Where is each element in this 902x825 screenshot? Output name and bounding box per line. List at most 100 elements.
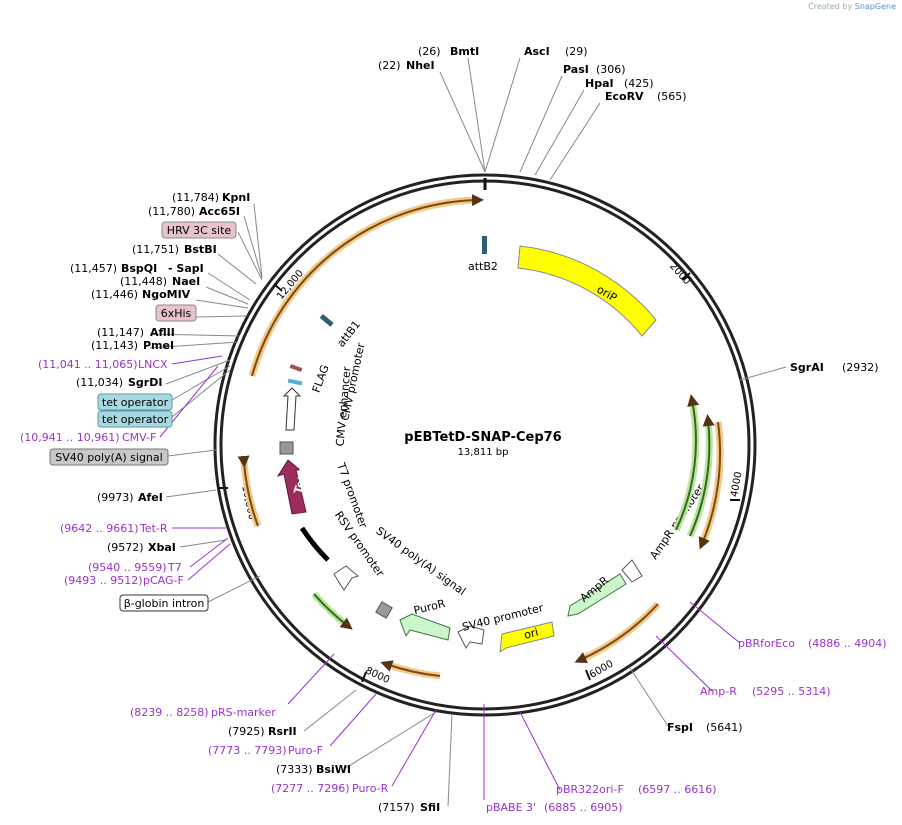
svg-text:(11,457): (11,457) (70, 262, 117, 275)
svg-text:(7157): (7157) (378, 801, 415, 814)
primer-puro-f: (7773 .. 7793) Puro-F (208, 744, 323, 757)
svg-text:pRS-marker: pRS-marker (211, 706, 276, 719)
svg-text:NheI: NheI (406, 59, 435, 72)
tet-operator-1-label: tet operator (102, 396, 169, 409)
puror-label: PuroR (412, 597, 447, 617)
svg-text:(6885 .. 6905): (6885 .. 6905) (544, 801, 623, 814)
svg-text:- SapI: - SapI (168, 262, 204, 275)
rsv-promoter-feature (333, 565, 360, 591)
svg-text:(7925): (7925) (228, 725, 265, 738)
svg-text:FspI: FspI (667, 721, 693, 734)
svg-text:(11,041 .. 11,065): (11,041 .. 11,065) (38, 358, 138, 371)
site-sfii: (7157) SfiI (378, 801, 440, 814)
tet-operator-mark (287, 378, 303, 386)
svg-text:NgoMIV: NgoMIV (142, 288, 191, 301)
orip-feature (517, 245, 657, 337)
svg-text:AscI: AscI (524, 45, 550, 58)
primer-pcag-f: (9493 .. 9512) pCAG-F (64, 574, 184, 587)
primer-pbr322ori-f: pBR322ori-F (6597 .. 6616) (556, 783, 717, 796)
site-nhei: (22) NheI (378, 59, 435, 72)
sv40-polya-feature (375, 601, 393, 619)
svg-text:CMV-F: CMV-F (122, 431, 156, 444)
site-asci: AscI (29) (524, 45, 588, 58)
beta-globin-label: β-globin intron (124, 597, 205, 610)
tick-8000: 8000 (361, 665, 391, 686)
svg-text:(7333): (7333) (276, 763, 313, 776)
svg-text:PmeI: PmeI (143, 339, 174, 352)
ampr-promoter-feature (621, 559, 643, 583)
primer-lncx: (11,041 .. 11,065) LNCX (38, 358, 168, 371)
flag-feature (289, 364, 303, 372)
svg-text:(5295 .. 5314): (5295 .. 5314) (752, 685, 831, 698)
puror-feature (399, 613, 451, 641)
attb2-feature (482, 236, 487, 254)
primer-prs-marker: (8239 .. 8258) pRS-marker (130, 706, 276, 719)
tick-4000: 4000 (729, 471, 745, 501)
boxed-tet-operator-2: tet operator (97, 410, 173, 428)
sv40-polya-box-label: SV40 poly(A) signal (55, 451, 162, 464)
site-ngomiv: (11,446) NgoMIV (91, 288, 191, 301)
boxed-6xhis: 6xHis (155, 304, 197, 322)
credit-brand: SnapGene (854, 2, 896, 11)
svg-text:pBRforEco: pBRforEco (738, 637, 795, 650)
svg-text:(11,143): (11,143) (91, 339, 138, 352)
svg-text:SfiI: SfiI (420, 801, 440, 814)
svg-text:KpnI: KpnI (222, 191, 250, 204)
site-sgrdi: (11,034) SgrDI (76, 376, 162, 389)
svg-text:(9973): (9973) (97, 491, 134, 504)
site-pmei: (11,143) PmeI (91, 339, 174, 352)
cmv-promoter-feature (282, 387, 302, 431)
backbone-outer (213, 173, 757, 717)
svg-text:SgrAI: SgrAI (790, 361, 824, 374)
svg-text:(22): (22) (378, 59, 401, 72)
svg-text:(4886 .. 4904): (4886 .. 4904) (808, 637, 887, 650)
site-fspi: FspI (5641) (667, 721, 743, 734)
primer-puro-r: (7277 .. 7296) Puro-R (271, 782, 389, 795)
primer-tet-r: (9642 .. 9661) Tet-R (60, 522, 168, 535)
site-kpni: (11,784) KpnI (172, 191, 250, 204)
site-acc65i: (11,780) Acc65I (148, 205, 240, 218)
site-aflii: (11,147) AflII (97, 326, 175, 339)
svg-text:BsiWI: BsiWI (316, 763, 351, 776)
sv40-polya-square (279, 441, 294, 455)
sv40-polya-label: SV40 poly(A) signal (374, 524, 469, 598)
svg-text:(26): (26) (418, 45, 441, 58)
svg-text:(11,784): (11,784) (172, 191, 219, 204)
svg-text:AfeI: AfeI (138, 491, 163, 504)
svg-text:PasI: PasI (563, 63, 589, 76)
site-ecorv: EcoRV (565) (605, 90, 687, 103)
black-region-arc (299, 526, 330, 562)
site-naei: (11,448) NaeI (120, 275, 200, 288)
svg-text:(8239 .. 8258): (8239 .. 8258) (130, 706, 209, 719)
svg-text:HpaI: HpaI (585, 77, 614, 90)
site-afei: (9973) AfeI (97, 491, 163, 504)
site-bspqi: (11,457) BspQI - SapI (70, 262, 204, 275)
boxed-sv40-polya: SV40 poly(A) signal (49, 448, 169, 466)
primer-leader-lines (159, 355, 741, 800)
ori-label: ori (523, 626, 540, 642)
site-hpai: HpaI (425) (585, 77, 654, 90)
svg-text:(9572): (9572) (107, 541, 144, 554)
leader-lines (149, 57, 787, 807)
svg-text:BstBI: BstBI (184, 243, 217, 256)
svg-text:Acc65I: Acc65I (199, 205, 240, 218)
svg-text:(11,147): (11,147) (97, 326, 144, 339)
primer-t7: (9540 .. 9559) T7 (88, 561, 182, 574)
flag-label: FLAG (310, 363, 332, 394)
plasmid-length: 13,811 bp (458, 447, 509, 458)
boxed-hrv3c: HRV 3C site (161, 221, 237, 239)
boxed-beta-globin-intron: β-globin intron (119, 594, 209, 612)
orange-arc-bottom-right (578, 601, 661, 664)
svg-text:AflII: AflII (150, 326, 175, 339)
svg-text:T7: T7 (167, 561, 182, 574)
svg-text:SgrDI: SgrDI (128, 376, 162, 389)
svg-text:(11,448): (11,448) (120, 275, 167, 288)
svg-text:XbaI: XbaI (148, 541, 176, 554)
plasmid-name: pEBTetD-SNAP-Cep76 (404, 430, 561, 445)
tetr-feature (276, 459, 307, 515)
primer-amp-r: Amp-R (5295 .. 5314) (700, 685, 831, 698)
svg-text:Tet-R: Tet-R (139, 522, 168, 535)
svg-text:(9540 .. 9559): (9540 .. 9559) (88, 561, 167, 574)
site-bstbi: (11,751) BstBI (132, 243, 217, 256)
